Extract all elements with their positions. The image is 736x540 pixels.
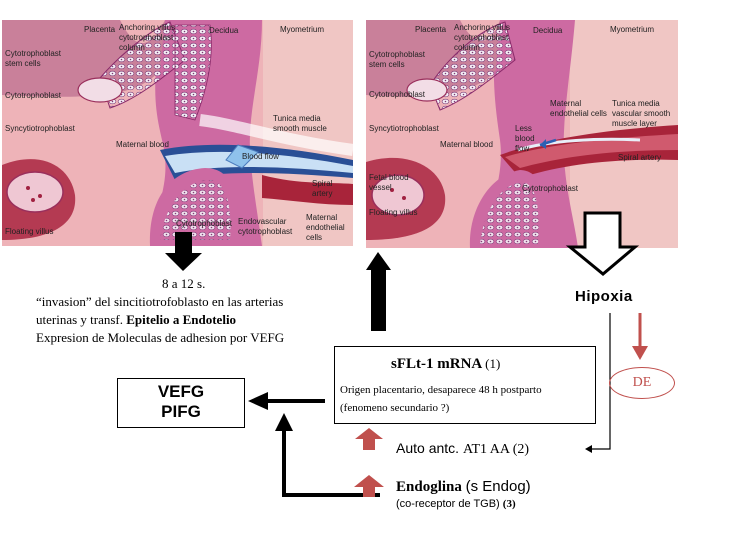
sflt-line2: (fenomeno secundario ?) <box>340 402 450 414</box>
svg-text:Myometrium: Myometrium <box>280 25 324 34</box>
svg-text:Tunica media: Tunica media <box>612 99 660 108</box>
right-panel-labels: Placenta Anchoring villus cytotrophoblas… <box>369 23 670 217</box>
svg-text:Maternal blood: Maternal blood <box>116 140 169 149</box>
arrow-down-from-left-panel <box>165 232 202 271</box>
epitelio-endotelio: Epitelio a Endotelio <box>126 312 237 327</box>
arrow-endoglina-to-vefg <box>275 413 380 497</box>
svg-text:Fetal blood: Fetal blood <box>369 173 409 182</box>
svg-text:cytotrophoblast: cytotrophoblast <box>119 33 174 42</box>
svg-text:endothelial cells: endothelial cells <box>550 109 607 118</box>
svg-text:muscle layer: muscle layer <box>612 119 657 128</box>
svg-text:column: column <box>454 43 480 52</box>
svg-text:Floating villus: Floating villus <box>5 227 53 236</box>
arrow-hipoxia-to-de <box>632 313 648 360</box>
svg-text:Syncytiotrophoblast: Syncytiotrophoblast <box>5 124 76 133</box>
svg-text:Maternal: Maternal <box>306 213 337 222</box>
arrow-sflt-to-vefg <box>248 392 325 410</box>
svg-text:Decidua: Decidua <box>209 26 239 35</box>
sflt-box: sFLt-1 mRNA (1) Origen placentario, desa… <box>334 346 596 424</box>
svg-text:Decidua: Decidua <box>533 26 563 35</box>
arrow-hipoxia-to-auto <box>585 313 611 453</box>
s-endog-text: (s Endog) <box>465 478 531 495</box>
svg-text:Cytotrophoblast: Cytotrophoblast <box>176 219 233 228</box>
svg-text:Cytotrophoblast: Cytotrophoblast <box>522 184 579 193</box>
svg-text:vascular smooth: vascular smooth <box>612 109 670 118</box>
sflt-title: sFLt-1 mRNA (1) <box>391 356 500 373</box>
svg-text:smooth muscle: smooth muscle <box>273 124 327 133</box>
svg-text:Cytotrophoblast: Cytotrophoblast <box>369 50 426 59</box>
svg-text:Floating villus: Floating villus <box>369 208 417 217</box>
endoglina-label: Endoglina (s Endog) <box>396 478 531 496</box>
auto-antc-label: Auto antc. AT1 AA (2) <box>396 440 529 458</box>
svg-text:cytotrophoblast: cytotrophoblast <box>238 227 293 236</box>
auto-antc-text: Auto antc. <box>396 440 463 456</box>
svg-text:stem cells: stem cells <box>369 60 405 69</box>
up-arrow-auto <box>355 428 383 450</box>
svg-text:Cytotrophoblast: Cytotrophoblast <box>369 90 426 99</box>
coreceptor-text: (co-receptor de TGB) <box>396 498 503 510</box>
svg-text:artery: artery <box>312 189 332 198</box>
at1-aa-text: AT1 AA (2) <box>462 442 530 457</box>
invasion-text-line2: uterinas y transf. Epitelio a Endotelio <box>36 312 236 328</box>
coreceptor-label: (co-receptor de TGB) (3) <box>396 498 516 510</box>
invasion-text-line1: “invasion” del sincitiotrofoblasto en la… <box>36 294 284 309</box>
vefg-label: VEFG <box>157 382 205 401</box>
svg-text:Tunica media: Tunica media <box>273 114 321 123</box>
sflt-line1: Origen placentario, desaparece 48 h post… <box>340 384 542 396</box>
de-oval: DE <box>609 367 675 399</box>
svg-text:flow: flow <box>515 144 529 153</box>
svg-text:endothelial: endothelial <box>306 223 345 232</box>
invasion-line2-text: uterinas y transf. <box>36 312 127 327</box>
svg-text:Blood flow: Blood flow <box>242 152 279 161</box>
svg-text:blood: blood <box>515 134 535 143</box>
svg-text:Myometrium: Myometrium <box>610 25 654 34</box>
coreceptor-ref: (3) <box>502 498 516 510</box>
invasion-text-line3: Expresion de Moleculas de adhesion por V… <box>36 330 285 345</box>
hipoxia-label: Hipoxia <box>575 288 633 305</box>
right-placenta-illustration <box>366 20 678 248</box>
svg-text:Cytotrophoblast: Cytotrophoblast <box>5 91 62 100</box>
weeks-label: 8 a 12 s. <box>162 276 206 291</box>
svg-text:Spiral artery: Spiral artery <box>618 153 661 162</box>
svg-text:vessel: vessel <box>369 183 392 192</box>
svg-text:cells: cells <box>306 233 322 242</box>
pifg-label: PIFG <box>161 402 201 421</box>
svg-text:Anchoring villus: Anchoring villus <box>119 23 175 32</box>
svg-text:Maternal: Maternal <box>550 99 581 108</box>
svg-text:Less: Less <box>515 124 532 133</box>
endoglina-text: Endoglina <box>396 479 466 495</box>
svg-text:Cytotrophoblast: Cytotrophoblast <box>5 49 62 58</box>
hollow-arrow-down-hipoxia <box>565 211 640 276</box>
sflt-ref: (1) <box>485 356 501 371</box>
sflt-title-text: sFLt-1 mRNA <box>391 356 482 372</box>
svg-text:Spiral: Spiral <box>312 179 333 188</box>
svg-text:Endovascular: Endovascular <box>238 217 287 226</box>
svg-text:Placenta: Placenta <box>415 25 447 34</box>
svg-text:Placenta: Placenta <box>84 25 116 34</box>
up-arrow-endoglina <box>354 475 384 497</box>
vefg-pifg-box: VEFG PIFG <box>117 378 245 428</box>
svg-text:Anchoring villus: Anchoring villus <box>454 23 510 32</box>
svg-text:stem cells: stem cells <box>5 59 41 68</box>
svg-text:column: column <box>119 43 145 52</box>
left-panel-labels: Placenta Anchoring villus cytotrophoblas… <box>5 23 345 242</box>
left-placenta-illustration <box>2 20 354 246</box>
svg-text:Syncytiotrophoblast: Syncytiotrophoblast <box>369 124 440 133</box>
arrow-up-to-right-panel <box>366 252 391 331</box>
svg-text:cytotrophoblast: cytotrophoblast <box>454 33 509 42</box>
svg-text:Maternal blood: Maternal blood <box>440 140 493 149</box>
